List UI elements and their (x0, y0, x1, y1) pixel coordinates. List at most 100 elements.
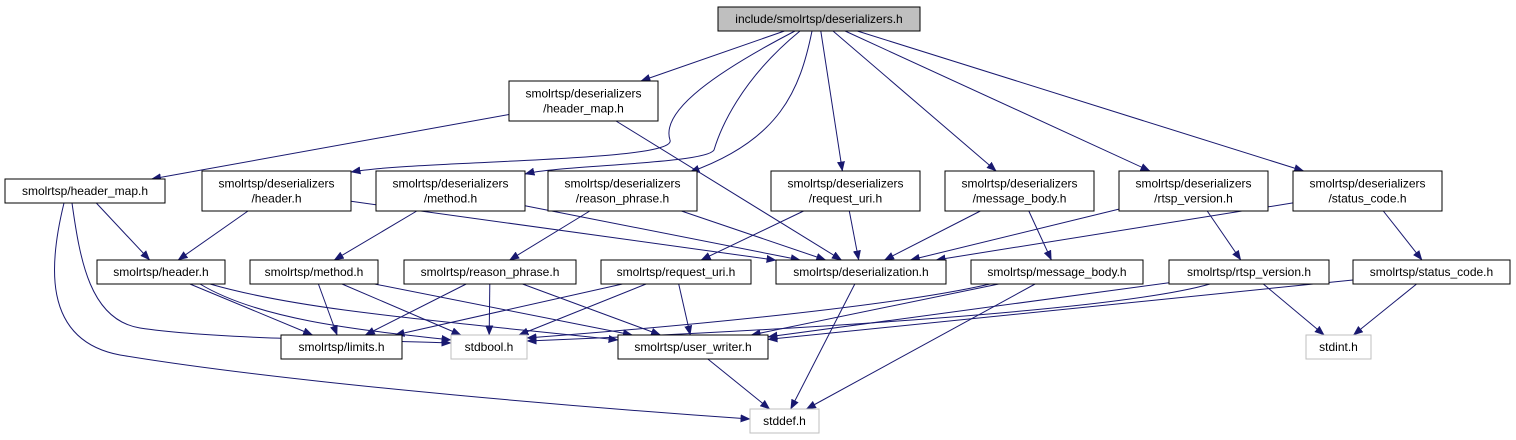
edge-line (844, 30, 1151, 172)
edge-line (909, 208, 1120, 262)
node-label-line: smolrtsp/method.h (265, 265, 364, 279)
node-status-code[interactable]: smolrtsp/status_code.h (1352, 259, 1511, 285)
node-message-body[interactable]: smolrtsp/message_body.h (970, 259, 1144, 285)
node-label-line: smolrtsp/deserializers (787, 177, 903, 191)
node-reason-phrase[interactable]: smolrtsp/reason_phrase.h (403, 259, 577, 285)
edge-line (767, 279, 1354, 343)
node-limits[interactable]: smolrtsp/limits.h (280, 334, 403, 360)
edge-line (678, 283, 693, 336)
node-user-writer[interactable]: smolrtsp/user_writer.h (617, 334, 769, 360)
node-label-line: smolrtsp/deserialization.h (793, 265, 928, 279)
edge-des_status_code-to-status_code (1382, 210, 1423, 261)
node-box (96, 259, 226, 285)
node-label-line: include/smolrtsp/deserializers.h (735, 12, 902, 26)
node-method[interactable]: smolrtsp/method.h (249, 259, 379, 285)
node-box (4, 178, 166, 204)
node-label-line: smolrtsp/deserializers (564, 177, 680, 191)
edge-reason_phrase-to-user_writer (522, 283, 661, 336)
edge-request_uri-to-stdbool (518, 283, 647, 336)
node-stddef: stddef.h (749, 408, 820, 434)
edge-line (364, 283, 467, 336)
edge-line (374, 283, 633, 338)
edge-line (767, 282, 1170, 340)
node-label-line: smolrtsp/user_writer.h (634, 340, 751, 354)
edge-line (805, 283, 1036, 410)
node-label: smolrtsp/deserializers/header_map.h (525, 87, 641, 116)
edge-line (317, 283, 338, 336)
node-des-method[interactable]: smolrtsp/deserializers/method.h (375, 170, 526, 212)
node-label-line: smolrtsp/request_uri.h (617, 265, 736, 279)
edge-line (689, 30, 813, 173)
node-box (1168, 259, 1330, 285)
edge-line (832, 30, 997, 172)
edge-des_request_uri-to-deserialization (848, 210, 861, 261)
node-box (1292, 170, 1443, 212)
node-des-rtsp-version[interactable]: smolrtsp/deserializers/rtsp_version.h (1118, 170, 1269, 212)
node-box (249, 259, 379, 285)
node-label-line: /request_uri.h (809, 192, 882, 206)
node-label-line: /method.h (424, 192, 477, 206)
node-box (450, 334, 528, 360)
edge-des_rtsp_version-to-rtsp_version (1206, 210, 1242, 261)
node-request-uri[interactable]: smolrtsp/request_uri.h (600, 259, 752, 285)
node-label-line: smolrtsp/message_body.h (987, 265, 1126, 279)
edge-header_map-to-header (95, 202, 151, 261)
edge-line (199, 283, 452, 343)
node-label: smolrtsp/reason_phrase.h (421, 265, 560, 279)
node-label: smolrtsp/deserializers/header.h (218, 177, 334, 206)
node-des-header-map[interactable]: smolrtsp/deserializers/header_map.h (508, 80, 659, 122)
node-box (1352, 259, 1511, 285)
node-des-request-uri[interactable]: smolrtsp/deserializers/request_uri.h (770, 170, 921, 212)
node-label-line: smolrtsp/deserializers (525, 87, 641, 101)
edge-root-to-des_message_body (832, 30, 997, 172)
edge-line (209, 283, 619, 343)
edge-line (177, 210, 249, 261)
edge-line (640, 30, 785, 82)
edge-line (857, 30, 1305, 172)
node-box (547, 170, 698, 212)
node-des-message-body[interactable]: smolrtsp/deserializers/message_body.h (944, 170, 1095, 212)
node-label: smolrtsp/limits.h (298, 340, 384, 354)
node-des-status-code[interactable]: smolrtsp/deserializers/status_code.h (1292, 170, 1443, 212)
edge-line (615, 120, 842, 261)
edge-status_code-to-stdint (1353, 283, 1417, 336)
node-root[interactable]: include/smolrtsp/deserializers.h (717, 6, 921, 32)
node-label: smolrtsp/deserializers/request_uri.h (787, 177, 903, 206)
node-box (770, 170, 921, 212)
node-label-line: smolrtsp/limits.h (298, 340, 384, 354)
node-label-line: smolrtsp/rtsp_version.h (1187, 265, 1311, 279)
node-rtsp-version[interactable]: smolrtsp/rtsp_version.h (1168, 259, 1330, 285)
node-label-line: smolrtsp/deserializers (392, 177, 508, 191)
edge-rtsp_version-to-user_writer (767, 282, 1170, 340)
node-label: smolrtsp/deserializers/reason_phrase.h (564, 177, 680, 206)
edge-line (151, 114, 510, 182)
node-label: include/smolrtsp/deserializers.h (735, 12, 902, 26)
edge-root-to-des_request_uri (820, 30, 845, 172)
edge-line (509, 210, 591, 261)
edge-root-to-des_method (524, 30, 801, 176)
node-label-line: /status_code.h (1328, 192, 1406, 206)
node-des-header[interactable]: smolrtsp/deserializers/header.h (201, 170, 352, 212)
edge-root-to-des_header_map (640, 30, 785, 82)
node-label-line: smolrtsp/header.h (113, 265, 208, 279)
node-deserialization[interactable]: smolrtsp/deserialization.h (775, 259, 947, 285)
edge-line (750, 283, 999, 338)
edge-root-to-des_rtsp_version (844, 30, 1151, 172)
node-label-line: /rtsp_version.h (1154, 192, 1233, 206)
node-box (717, 6, 921, 32)
node-label-line: smolrtsp/status_code.h (1370, 265, 1493, 279)
node-header[interactable]: smolrtsp/header.h (96, 259, 226, 285)
node-label-line: smolrtsp/deserializers (1135, 177, 1251, 191)
node-box (970, 259, 1144, 285)
node-des-reason-phrase[interactable]: smolrtsp/deserializers/reason_phrase.h (547, 170, 698, 212)
node-box (375, 170, 526, 212)
node-label-line: smolrtsp/deserializers (218, 177, 334, 191)
edge-des_message_body-to-deserialization (884, 210, 981, 261)
edge-des_header_map-to-header_map (151, 114, 510, 182)
nodes-layer: include/smolrtsp/deserializers.h smolrtsp… (4, 6, 1511, 434)
edge-line (522, 283, 661, 336)
edge-des_header-to-header (177, 210, 249, 261)
edge-des_method-to-method (333, 210, 418, 261)
edge-user_writer-to-stddef (707, 358, 771, 410)
node-header-map[interactable]: smolrtsp/header_map.h (4, 178, 166, 204)
